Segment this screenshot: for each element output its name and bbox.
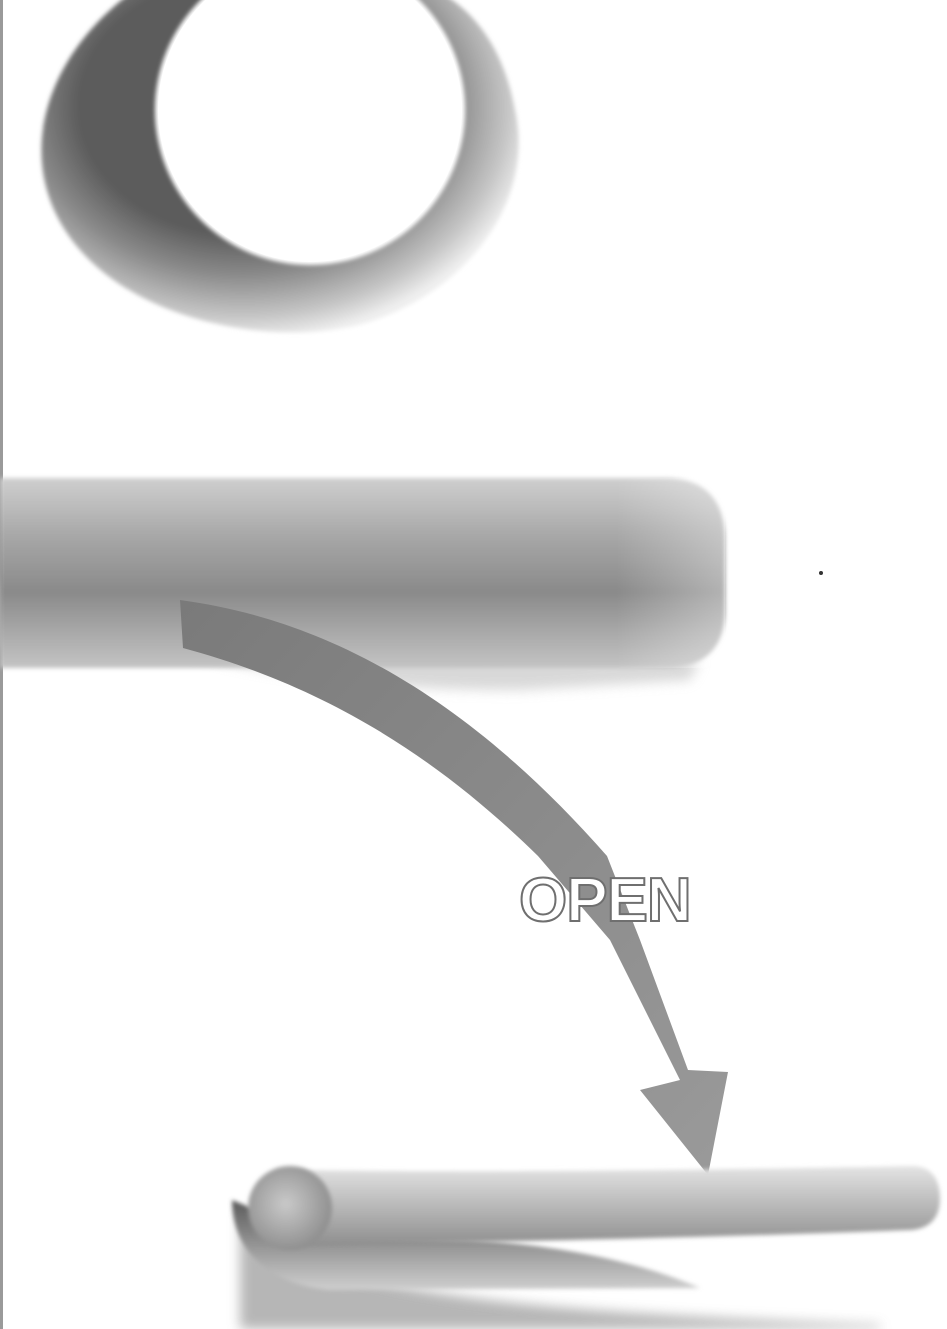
- lever-closed-highlight: [0, 478, 725, 668]
- speck: [819, 571, 823, 575]
- lever-open-part: [232, 1166, 940, 1329]
- ring-part: [41, 0, 518, 333]
- ring-hole: [158, 0, 462, 262]
- lever-open-knob: [248, 1166, 332, 1250]
- lever-icon: [272, 1166, 940, 1245]
- open-label: OPEN: [519, 866, 699, 936]
